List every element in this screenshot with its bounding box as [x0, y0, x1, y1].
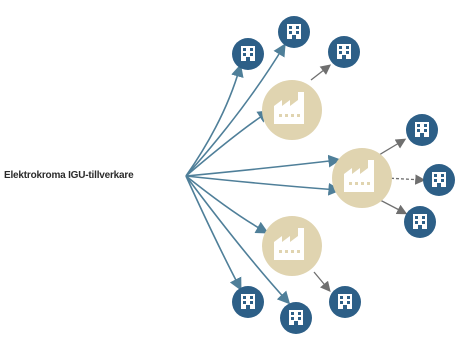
- source-label: Elektrokroma IGU-tillverkare: [4, 170, 134, 181]
- arrow-factory-bottom-to-building-9: [313, 271, 331, 292]
- building-icon: [289, 310, 303, 325]
- building-7: [232, 286, 264, 318]
- building-icon: [413, 214, 427, 229]
- arrow-factory-middle-to-building-4: [378, 138, 407, 156]
- arrow-factory-top-to-building-3: [310, 64, 332, 81]
- building-2: [278, 16, 310, 48]
- arrow-factory-middle-to-building-5: [385, 174, 426, 185]
- building-icon: [338, 294, 352, 309]
- factory-bottom: [262, 216, 322, 276]
- building-icon: [432, 172, 446, 187]
- factory-top: [262, 80, 322, 140]
- building-6: [404, 206, 436, 238]
- building-3: [328, 36, 360, 68]
- building-5: [423, 164, 455, 196]
- secondary-arrows: [310, 64, 426, 292]
- factory-middle: [332, 148, 392, 208]
- building-icon: [337, 44, 351, 59]
- primary-arrows: [185, 43, 342, 305]
- building-4: [406, 114, 438, 146]
- arrow-to-building-8: [185, 175, 291, 305]
- arrow-to-factory-middle: [185, 154, 342, 177]
- arrow-to-factory-bottom: [185, 175, 269, 234]
- building-1: [232, 38, 264, 70]
- building-icon: [241, 46, 255, 61]
- building-8: [280, 302, 312, 334]
- arrow-to-factory-middle-lower: [185, 175, 342, 196]
- building-icon: [241, 294, 255, 309]
- building-icon: [415, 122, 429, 137]
- building-9: [329, 286, 361, 318]
- arrow-to-building-1: [185, 63, 244, 177]
- arrow-to-building-2: [185, 43, 286, 177]
- arrow-to-factory-top: [185, 110, 271, 177]
- arrow-to-building-7: [185, 175, 242, 291]
- arrow-factory-middle-to-building-6: [379, 199, 408, 215]
- building-icon: [287, 24, 301, 39]
